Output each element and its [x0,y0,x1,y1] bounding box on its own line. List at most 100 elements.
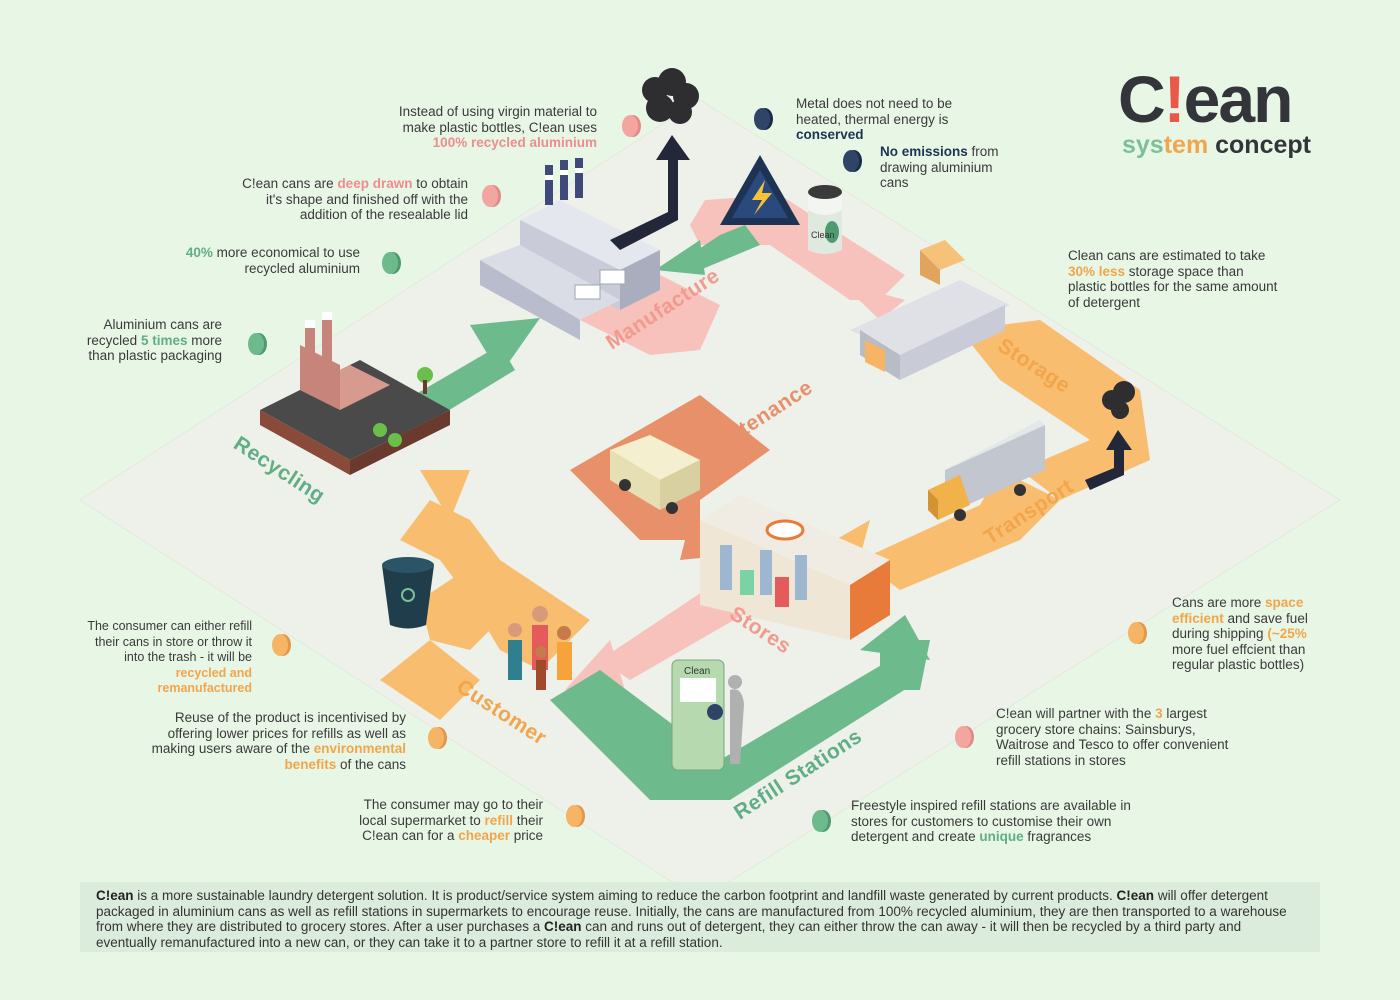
note-text: Aluminium cans are recycled [86,317,222,348]
brand-name: C!ean [543,919,582,934]
recycling-plant-illustration [260,312,450,475]
store-illustration [700,495,890,640]
note-storage-space: Clean cans are estimated to take 30% les… [1068,248,1283,310]
marker-dot [622,115,638,137]
note-highlight: 5 times [140,332,188,348]
warehouse-illustration [850,240,1010,380]
path-customer-bin [420,560,530,650]
refill-machine-illustration: Clean [671,659,744,771]
note-freestyle: Freestyle inspired refill stations are a… [851,798,1161,845]
note-consumer-refill: The consumer can either refill their can… [80,619,252,697]
arrow-to-manufacture [470,318,540,375]
note-highlight: 3 [1155,706,1163,721]
note-space-efficient: Cans are more space efficient and save f… [1172,595,1324,673]
note-text: of the cans [336,756,406,772]
arrow-to-recycling [420,470,470,520]
note-highlight: conserved [796,127,864,142]
svg-text:Clean: Clean [811,230,835,240]
note-highlight: 30% less [1068,263,1126,279]
note-highlight: cheaper [458,828,510,843]
note-text: more economical to use recycled aluminiu… [212,245,360,276]
note-highlight: 100% recycled aluminium [432,135,597,150]
logo-c: C [1118,62,1166,136]
arrow-to-factory [690,225,760,270]
path-customer-left [380,640,480,720]
logo-sub-2: tem [1163,131,1209,159]
note-highlight: deep drawn [337,176,413,191]
marker-dot [1128,622,1144,644]
brand-name: C!ean [96,888,134,903]
path-transport-stores [860,470,1060,590]
marker-dot [843,150,859,172]
summary-text: is a more sustainable laundry detergent … [133,888,1117,903]
note-highlight: environmental benefits [284,741,406,772]
factory-illustration [480,158,660,340]
note-text: more than plastic packaging [88,332,222,364]
note-text: more fuel effcient than regular plastic … [1172,641,1306,673]
note-deep-drawn: C!ean cans are deep drawn to obtain it's… [230,176,468,223]
note-reuse: Reuse of the product is incentivised by … [150,710,406,772]
note-highlight: No emissions [880,144,968,159]
arrow-head-factory [655,240,705,275]
summary-text: will offer detergent packaged in alumini… [96,888,1287,934]
note-text: Reuse of the product is incentivised by … [151,710,406,756]
note-text: The consumer can either refill their can… [87,619,252,664]
arrow-to-storage [840,282,905,320]
note-text: Instead of using virgin material to make… [398,104,597,135]
note-partner: C!ean will partner with the 3 largest gr… [996,706,1236,768]
note-text: from drawing aluminium cans [880,144,999,190]
note-text: Clean cans are estimated to take [1068,248,1266,263]
note-text: their C!ean can for a [362,812,543,844]
note-supermarket: The consumer may go to their local super… [338,797,543,844]
note-highlight: (~25% [1267,626,1307,641]
marker-dot [248,333,264,355]
marker-dot [482,185,498,207]
note-highlight: unique [979,829,1024,844]
aluminium-can: Clean [808,185,842,254]
logo-ean: ean [1183,62,1294,136]
note-highlight: 40% [185,245,213,260]
path-refill-stores [550,660,920,800]
note-text: Metal does not need to be heated, therma… [796,96,953,127]
note-recycled-times: Aluminium cans are recycled 5 times more… [72,317,222,364]
trash-bin-illustration [382,557,434,629]
marker-dot [566,805,582,827]
note-text: Freestyle inspired refill stations are a… [851,798,1131,844]
marker-dot [754,108,770,130]
note-metal-heat: Metal does not need to be heated, therma… [796,96,976,143]
note-highlight: recycled and remanufactured [157,665,252,696]
summary-text: can and runs out of detergent, they can … [96,919,1242,950]
note-highlight: refill [484,812,513,828]
note-virgin-material: Instead of using virgin material to make… [385,104,597,151]
note-economical: 40% more economical to use recycled alum… [165,245,360,276]
summary-paragraph: C!ean is a more sustainable laundry dete… [80,882,1320,952]
logo-sub-3: concept [1208,131,1311,159]
note-text: C!ean cans are [242,176,338,191]
path-storage-transport [960,320,1150,500]
brand-name: C!ean [1116,888,1155,903]
marker-dot [382,252,398,274]
note-highlight: space efficient [1172,595,1304,626]
arrow-to-stores-green [860,615,930,660]
logo-wordmark: C!ean [1118,66,1328,132]
truck-illustration [928,420,1045,521]
note-text: price [509,828,543,843]
note-text: and save fuel during shipping [1172,610,1308,642]
logo-subtitle: system concept [1122,132,1328,158]
svg-text:Clean: Clean [684,666,710,677]
cloud-transport [1085,381,1135,490]
note-text: C!ean will partner with the [996,706,1156,721]
note-text: Cans are more [1172,595,1266,610]
cloud-manufacture [610,68,699,250]
clean-logo: C!ean system concept [1118,66,1328,158]
note-no-emissions: No emissions from drawing aluminium cans [880,144,1010,191]
note-text: largest grocery store chains: Sainsburys… [996,706,1229,768]
logo-sub-1: sys [1122,131,1164,159]
note-text: storage space than plastic bottles for t… [1068,263,1278,310]
note-text: to obtain it's shape and finished off wi… [266,176,468,222]
energy-warning-sign [720,155,800,225]
marker-dot [428,727,444,749]
van-illustration [610,435,700,514]
